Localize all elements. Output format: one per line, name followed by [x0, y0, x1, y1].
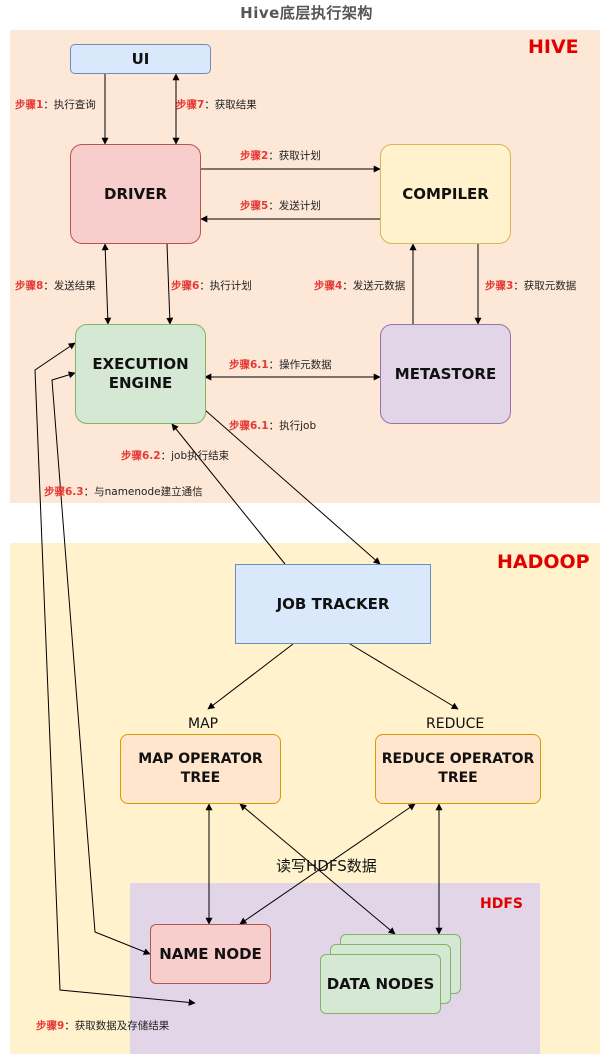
step-number: 步骤6	[171, 280, 200, 292]
metastore-node-label: METASTORE	[394, 364, 497, 383]
step-number: 步骤4	[314, 280, 343, 292]
step-text: ：job执行结束	[160, 450, 230, 462]
step-text: ：发送结果	[43, 280, 96, 292]
hdfs-region-label: HDFS	[480, 896, 523, 912]
step-text: ：获取元数据	[513, 280, 577, 292]
step-text: ：获取结果	[204, 99, 257, 111]
map-tree-label-line1: MAP OPERATOR	[138, 751, 263, 767]
metastore-node: METASTORE	[380, 324, 511, 424]
step-text: ：发送计划	[268, 200, 321, 212]
ui-node-label: UI	[131, 49, 150, 68]
driver-node-label: DRIVER	[104, 184, 167, 203]
step-6-1-metadata-label: 步骤6.1：操作元数据	[229, 357, 332, 372]
step-text: ：发送元数据	[342, 280, 406, 292]
arrow-engine-jobtracker	[204, 409, 381, 565]
ui-node: UI	[70, 44, 211, 74]
step-6-label: 步骤6：执行计划	[171, 278, 252, 293]
step-number: 步骤6.2	[121, 450, 161, 462]
reduce-tree-label-line2: TREE	[438, 770, 478, 786]
step-text: ：执行查询	[43, 99, 96, 111]
step-number: 步骤7	[176, 99, 205, 111]
step-text: ：与namenode建立通信	[83, 486, 203, 498]
job-tracker-node: JOB TRACKER	[235, 564, 431, 644]
step-number: 步骤5	[240, 200, 269, 212]
step-9-label: 步骤9：获取数据及存储结果	[36, 1018, 169, 1033]
step-number: 步骤1	[15, 99, 44, 111]
execution-engine-node: EXECUTION ENGINE	[75, 324, 206, 424]
step-2-label: 步骤2：获取计划	[240, 148, 321, 163]
execution-engine-label-line1: EXECUTION	[92, 355, 189, 373]
compiler-node-label: COMPILER	[402, 184, 489, 203]
read-write-hdfs-label: 读写HDFS数据	[276, 857, 377, 875]
step-3-label: 步骤3：获取元数据	[485, 278, 576, 293]
data-nodes-label: DATA NODES	[326, 974, 435, 993]
arrow-driver-engine-plan	[166, 243, 174, 325]
arrow-engine-hdfs	[34, 342, 196, 1006]
step-number: 步骤6.1	[229, 359, 269, 371]
arrow-driver-engine-result	[101, 243, 112, 325]
step-1-label: 步骤1：执行查询	[15, 97, 96, 112]
step-number: 步骤2	[240, 150, 269, 162]
map-label: MAP	[188, 716, 219, 732]
execution-engine-label-line2: ENGINE	[108, 374, 173, 392]
reduce-tree-label-line1: REDUCE OPERATOR	[381, 751, 535, 767]
step-text: ：操作元数据	[268, 359, 332, 371]
compiler-node: COMPILER	[380, 144, 511, 244]
step-6-1-job-label: 步骤6.1：执行job	[229, 418, 316, 433]
step-number: 步骤6.1	[229, 420, 269, 432]
arrow-jobtracker-map	[207, 643, 294, 710]
map-operator-tree-node: MAP OPERATOR TREE	[120, 734, 281, 804]
step-text: ：获取数据及存储结果	[64, 1020, 170, 1032]
map-tree-label-line2: TREE	[180, 770, 221, 786]
driver-node: DRIVER	[70, 144, 201, 244]
diagram-title: Hive底层执行架构	[240, 4, 373, 22]
step-7-label: 步骤7：获取结果	[176, 97, 257, 112]
hive-region-label: HIVE	[528, 36, 579, 58]
step-number: 步骤3	[485, 280, 514, 292]
reduce-label: REDUCE	[426, 716, 485, 732]
arrow-jobtracker-reduce	[349, 643, 459, 710]
step-6-3-label: 步骤6.3：与namenode建立通信	[44, 484, 203, 499]
step-5-label: 步骤5：发送计划	[240, 198, 321, 213]
hadoop-region-label: HADOOP	[497, 551, 590, 573]
data-nodes: DATA NODES	[320, 954, 441, 1014]
step-6-2-label: 步骤6.2：job执行结束	[121, 448, 229, 463]
step-text: ：获取计划	[268, 150, 321, 162]
step-4-label: 步骤4：发送元数据	[314, 278, 405, 293]
step-number: 步骤6.3	[44, 486, 84, 498]
step-text: ：执行job	[268, 420, 317, 432]
job-tracker-label: JOB TRACKER	[276, 594, 390, 613]
step-8-label: 步骤8：发送结果	[15, 278, 96, 293]
step-number: 步骤9	[36, 1020, 65, 1032]
step-number: 步骤8	[15, 280, 44, 292]
arrow-reduce-namenode	[239, 803, 416, 925]
step-text: ：执行计划	[199, 280, 252, 292]
reduce-operator-tree-node: REDUCE OPERATOR TREE	[375, 734, 541, 804]
name-node-label: NAME NODE	[159, 944, 262, 963]
name-node: NAME NODE	[150, 924, 271, 984]
